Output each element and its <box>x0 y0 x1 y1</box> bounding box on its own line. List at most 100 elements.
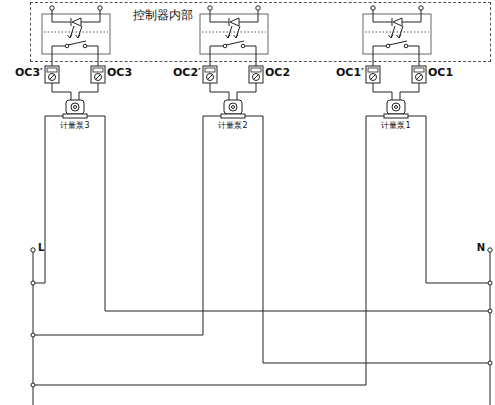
controller-title: 控制器内部 <box>133 9 193 23</box>
pump-signal-wire <box>237 83 256 100</box>
switch-lever <box>68 41 86 45</box>
switch-contact <box>404 44 408 48</box>
bus-junction <box>488 361 492 365</box>
light-arrowhead <box>234 35 239 39</box>
pump-head <box>71 103 79 111</box>
pin-circle <box>208 6 212 10</box>
isolation-line <box>44 32 108 33</box>
pump-signal-wire <box>79 83 98 100</box>
terminal-block <box>203 66 217 83</box>
terminal-label: OC2 <box>265 67 290 80</box>
switch-lead <box>52 46 65 66</box>
switch-contact <box>241 44 245 48</box>
terminal-screw <box>253 74 260 81</box>
switch-lead <box>210 46 223 66</box>
power-wire <box>105 116 490 311</box>
terminal-slot <box>251 68 261 72</box>
terminal-screw-slot <box>50 75 55 80</box>
pump-power-wire <box>45 116 63 117</box>
power-wire <box>426 116 490 283</box>
light-arrowhead <box>389 35 394 39</box>
terminal-slot <box>205 68 215 72</box>
pin-circle <box>50 6 54 10</box>
terminal-screw <box>95 74 102 81</box>
terminal-label: OC1 <box>428 67 453 80</box>
terminal-screw-slot <box>208 75 213 80</box>
pin-circle <box>371 6 375 10</box>
pump-power-wire <box>408 116 426 117</box>
diode-lead <box>81 10 100 22</box>
terminal-screw-slot <box>371 75 376 80</box>
diode-symbol <box>72 18 81 26</box>
terminal-screw <box>416 74 423 81</box>
switch-lead <box>408 46 419 66</box>
terminal-block <box>412 66 426 83</box>
pump-body <box>224 100 242 114</box>
pump-head-center <box>395 106 398 109</box>
terminal-screw-slot <box>96 75 101 80</box>
pump-signal-wire <box>210 83 229 100</box>
bus-junction <box>31 333 35 337</box>
pump-power-wire <box>203 116 221 117</box>
bus-label: L <box>38 242 44 254</box>
pump-body <box>387 100 405 114</box>
pump-signal-wire <box>52 83 71 100</box>
terminal-label: OC2′ <box>173 67 201 80</box>
bus-junction <box>488 281 492 285</box>
light-arrowhead <box>76 35 81 39</box>
pump-base <box>384 114 408 118</box>
diode-bar <box>392 18 393 26</box>
terminal-screw-slot <box>254 75 259 80</box>
terminal-screw <box>49 74 56 81</box>
diode-symbol <box>230 18 239 26</box>
pump-label: 计量泵3 <box>60 121 89 130</box>
diode-lead <box>239 10 258 22</box>
pump-signal-wire <box>400 83 419 100</box>
pump-base <box>63 114 87 118</box>
pump-node: 计量泵3 <box>50 121 100 132</box>
pump-power-wire <box>366 116 384 117</box>
pin-circle <box>419 6 423 10</box>
terminal-label: OC1′ <box>336 67 364 80</box>
pump-label: 计量泵1 <box>381 121 410 130</box>
pump-head <box>229 103 237 111</box>
switch-lever <box>226 41 244 45</box>
switch-lead <box>245 46 256 66</box>
terminal-slot <box>93 68 103 72</box>
diode-bar <box>71 18 72 26</box>
bus-junction <box>488 309 492 313</box>
pump-label: 计量泵2 <box>218 121 247 130</box>
pump-node: 计量泵1 <box>371 121 421 132</box>
bus-junction <box>31 383 35 387</box>
pump-base <box>221 114 245 118</box>
neutral-bus <box>490 252 491 405</box>
bus-label: N <box>477 242 485 254</box>
live-bus <box>33 252 34 405</box>
terminal-block <box>249 66 263 83</box>
light-arrowhead <box>226 35 231 39</box>
pin-circle <box>98 6 102 10</box>
bus-terminal <box>31 248 35 252</box>
pin-circle <box>256 6 260 10</box>
pump-power-wire <box>87 116 105 117</box>
diode-bar <box>229 18 230 26</box>
terminal-block <box>366 66 380 83</box>
power-wire <box>263 116 490 363</box>
power-wire <box>33 116 203 335</box>
pump-power-wire <box>245 116 263 117</box>
power-wire <box>33 116 45 283</box>
terminal-slot <box>414 68 424 72</box>
bus-terminal <box>488 248 492 252</box>
terminal-label: OC3 <box>107 67 132 80</box>
switch-contact <box>83 44 87 48</box>
pump-node: 计量泵2 <box>208 121 258 132</box>
pump-signal-wire <box>373 83 392 100</box>
terminal-label: OC3′ <box>15 67 43 80</box>
light-arrowhead <box>397 35 402 39</box>
power-wire <box>33 116 366 385</box>
diode-lead <box>210 10 229 22</box>
isolation-line <box>365 32 429 33</box>
isolation-line <box>202 32 266 33</box>
pump-head-center <box>232 106 235 109</box>
